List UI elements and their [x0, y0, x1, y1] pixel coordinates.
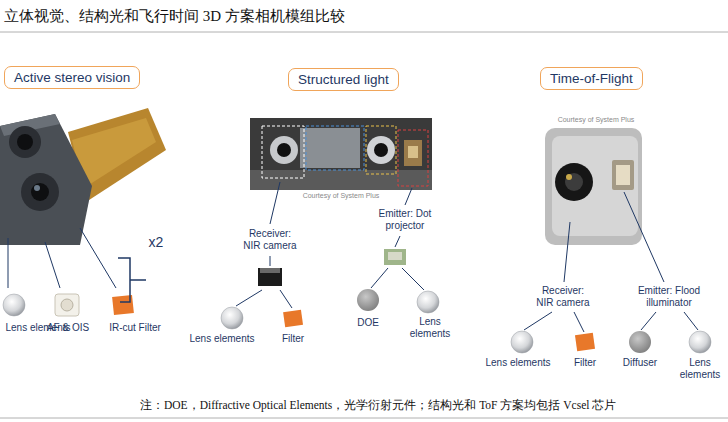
part-label: Emitter: Dot projector: [372, 208, 438, 232]
heading-text: Active stereo vision: [14, 70, 130, 85]
part-label: Lens elements: [186, 333, 258, 345]
part-label: IR-cut Filter: [103, 322, 167, 334]
heading-text: Structured light: [298, 72, 389, 87]
part-label: AF & OIS: [43, 322, 93, 334]
part-label: Receiver: NIR camera: [533, 285, 593, 309]
part-label: Diffuser: [618, 357, 662, 369]
heading-text: Time-of-Flight: [550, 71, 633, 86]
part-label: x2: [144, 234, 168, 251]
part-label: Courtesy of System Plus: [286, 192, 396, 200]
part-label: Filter: [568, 357, 602, 369]
part-label: Lens elements: [406, 316, 454, 340]
heading-box: Time-of-Flight: [540, 67, 643, 90]
part-label: Lens elements: [677, 357, 723, 381]
figure-title: 立体视觉、结构光和飞行时间 3D 方案相机模组比较: [4, 7, 345, 26]
part-label: Filter: [276, 333, 310, 345]
heading-box: Structured light: [288, 68, 399, 91]
figure-note: 注：DOE，Diffractive Optical Elements，光学衍射元…: [140, 398, 616, 413]
heading-box: Active stereo vision: [4, 66, 140, 89]
part-label: Lens elements: [483, 357, 553, 369]
part-label: DOE: [353, 317, 383, 329]
part-label: Receiver: NIR camera: [240, 228, 300, 252]
part-label: Courtesy of System Plus: [541, 116, 651, 124]
part-label: Emitter: Flood illuminator: [629, 285, 709, 309]
